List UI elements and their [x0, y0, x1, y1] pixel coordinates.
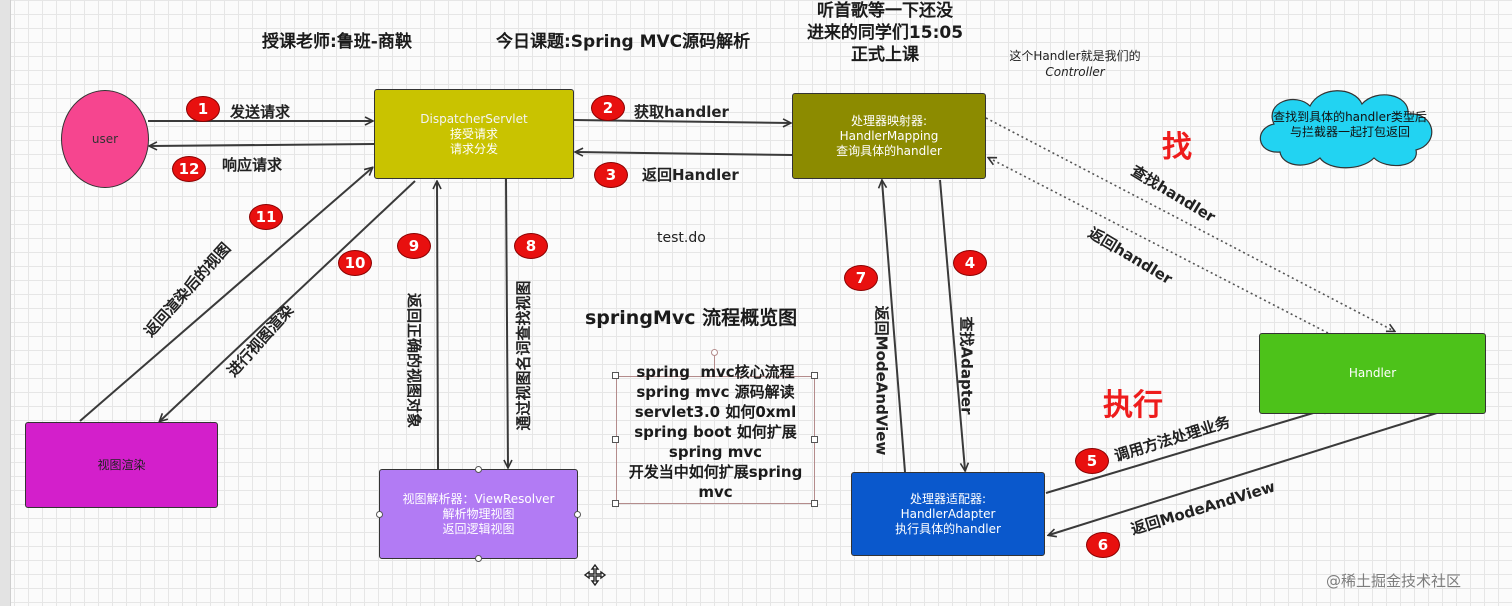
cloud-line: 查找到具体的handler类型后 — [1273, 110, 1427, 124]
topics-list[interactable]: spring mvc核心流程 spring mvc 源码解读 servlet3.… — [616, 362, 815, 502]
arrow-return-rendered — [79, 168, 372, 422]
step-label: 返回正确的视图对象 — [405, 292, 424, 429]
topic-line: servlet3.0 如何0xml — [634, 403, 797, 421]
dispatcher-servlet-node[interactable]: DispatcherServlet 接受请求 请求分发 — [374, 89, 574, 179]
topic-line: spring boot 如何扩展 — [634, 423, 797, 441]
resize-handle[interactable] — [612, 436, 619, 443]
node-line: 请求分发 — [449, 141, 498, 156]
step-label: 查找Adapter — [957, 316, 976, 415]
node-line: 处理器映射器: — [850, 113, 928, 128]
step-badge: 1 — [186, 96, 220, 122]
handler-note: 这个Handler就是我们的 Controller — [990, 48, 1160, 80]
notice-line: 听首歌等一下还没 — [817, 1, 953, 21]
step-badge: 11 — [249, 204, 283, 230]
arrow-find-view — [506, 178, 508, 467]
arrow-return-mav-up — [882, 181, 906, 473]
watermark: @稀土掘金技术社区 — [1326, 572, 1462, 590]
node-line: 接受请求 — [449, 126, 498, 141]
arrow-return-view — [437, 182, 438, 470]
node-line: 视图解析器：ViewResolver — [402, 491, 555, 506]
test-label: test.do — [657, 230, 706, 246]
resize-handle[interactable] — [612, 500, 619, 507]
step-badge: 12 — [172, 156, 206, 182]
node-line: 查询具体的handler — [836, 143, 942, 158]
resize-handle[interactable] — [475, 555, 482, 562]
note-line: 这个Handler就是我们的 — [1009, 49, 1141, 63]
topic-title: 今日课题:Spring MVC源码解析 — [496, 32, 751, 52]
node-line: HandlerAdapter — [900, 506, 996, 521]
arrow-response — [150, 144, 375, 146]
step-label: 通过视图名词查找视图 — [514, 280, 533, 431]
step-badge: 3 — [594, 162, 628, 188]
step-badge: 2 — [591, 95, 625, 121]
user-label: user — [91, 132, 119, 146]
find-heading: 找 — [1162, 130, 1192, 165]
resize-handle[interactable] — [811, 500, 818, 507]
rotate-handle[interactable] — [711, 349, 718, 356]
note-line: Controller — [1045, 65, 1105, 79]
resize-handle[interactable] — [612, 372, 619, 379]
step-badge: 9 — [397, 233, 431, 259]
node-line: 返回逻辑视图 — [442, 521, 515, 536]
topic-line: spring mvc核心流程 — [636, 363, 795, 381]
step-badge: 7 — [844, 265, 878, 291]
topic-line: mvc — [698, 483, 733, 501]
view-render-node[interactable]: 视图渲染 — [25, 422, 218, 508]
resize-handle[interactable] — [811, 372, 818, 379]
cloud-shape — [1259, 90, 1433, 169]
handler-node[interactable]: Handler — [1259, 333, 1486, 414]
user-node[interactable]: user — [61, 90, 149, 188]
teacher-title: 授课老师:鲁班-商鞅 — [262, 32, 412, 52]
node-line: 处理器适配器: — [909, 491, 987, 506]
dotted-return-handler — [989, 158, 1329, 334]
topic-line: spring mvc — [668, 443, 763, 461]
notice-line: 进来的同学们15:05 — [806, 23, 964, 43]
rotate-line — [714, 352, 715, 376]
step-badge: 6 — [1086, 532, 1120, 558]
step-badge: 10 — [338, 250, 372, 276]
node-line: Handler — [1348, 366, 1397, 380]
resize-handle[interactable] — [811, 436, 818, 443]
arrow-return-handler — [576, 152, 793, 155]
handler-adapter-node[interactable]: 处理器适配器: HandlerAdapter 执行具体的handler — [851, 472, 1045, 556]
arrow-find-adapter — [939, 179, 965, 470]
notice-text: 听首歌等一下还没 进来的同学们15:05 正式上课 — [780, 0, 990, 66]
resize-handle[interactable] — [376, 511, 383, 518]
handler-mapping-node[interactable]: 处理器映射器: HandlerMapping 查询具体的handler — [792, 93, 986, 179]
cloud-line: 与拦截器一起打包返回 — [1289, 125, 1410, 139]
move-cursor-icon — [584, 564, 606, 586]
step-label: 返回Handler — [642, 166, 739, 184]
step-badge: 4 — [953, 250, 987, 276]
resize-handle[interactable] — [574, 511, 581, 518]
notice-line: 正式上课 — [851, 45, 919, 65]
arrow-render — [160, 180, 416, 421]
node-line: HandlerMapping — [839, 128, 939, 143]
arrow-invoke — [1045, 408, 1330, 494]
arrow-return-mav — [1049, 411, 1441, 535]
cloud-text: 查找到具体的handler类型后 与拦截器一起打包返回 — [1260, 110, 1440, 140]
topic-line: 开发当中如何扩展spring — [628, 463, 803, 481]
step-label: 获取handler — [634, 103, 729, 121]
diagram-title: springMvc 流程概览图 — [585, 307, 798, 329]
step-label: 发送请求 — [230, 103, 291, 121]
step-badge: 5 — [1075, 448, 1109, 474]
view-resolver-node[interactable]: 视图解析器：ViewResolver 解析物理视图 返回逻辑视图 — [379, 469, 578, 559]
node-line: 解析物理视图 — [442, 506, 515, 521]
execute-heading: 执行 — [1103, 388, 1163, 423]
node-line: 视图渲染 — [97, 457, 146, 472]
topic-line: spring mvc 源码解读 — [636, 383, 795, 401]
node-line: DispatcherServlet — [420, 111, 528, 126]
step-badge: 8 — [514, 233, 548, 259]
resize-handle[interactable] — [475, 466, 482, 473]
node-line: 执行具体的handler — [895, 521, 1001, 536]
dotted-find-handler — [985, 117, 1394, 331]
left-panel-edge — [0, 0, 11, 606]
step-label: 返回ModeAndView — [872, 305, 891, 456]
step-label: 响应请求 — [222, 156, 283, 174]
